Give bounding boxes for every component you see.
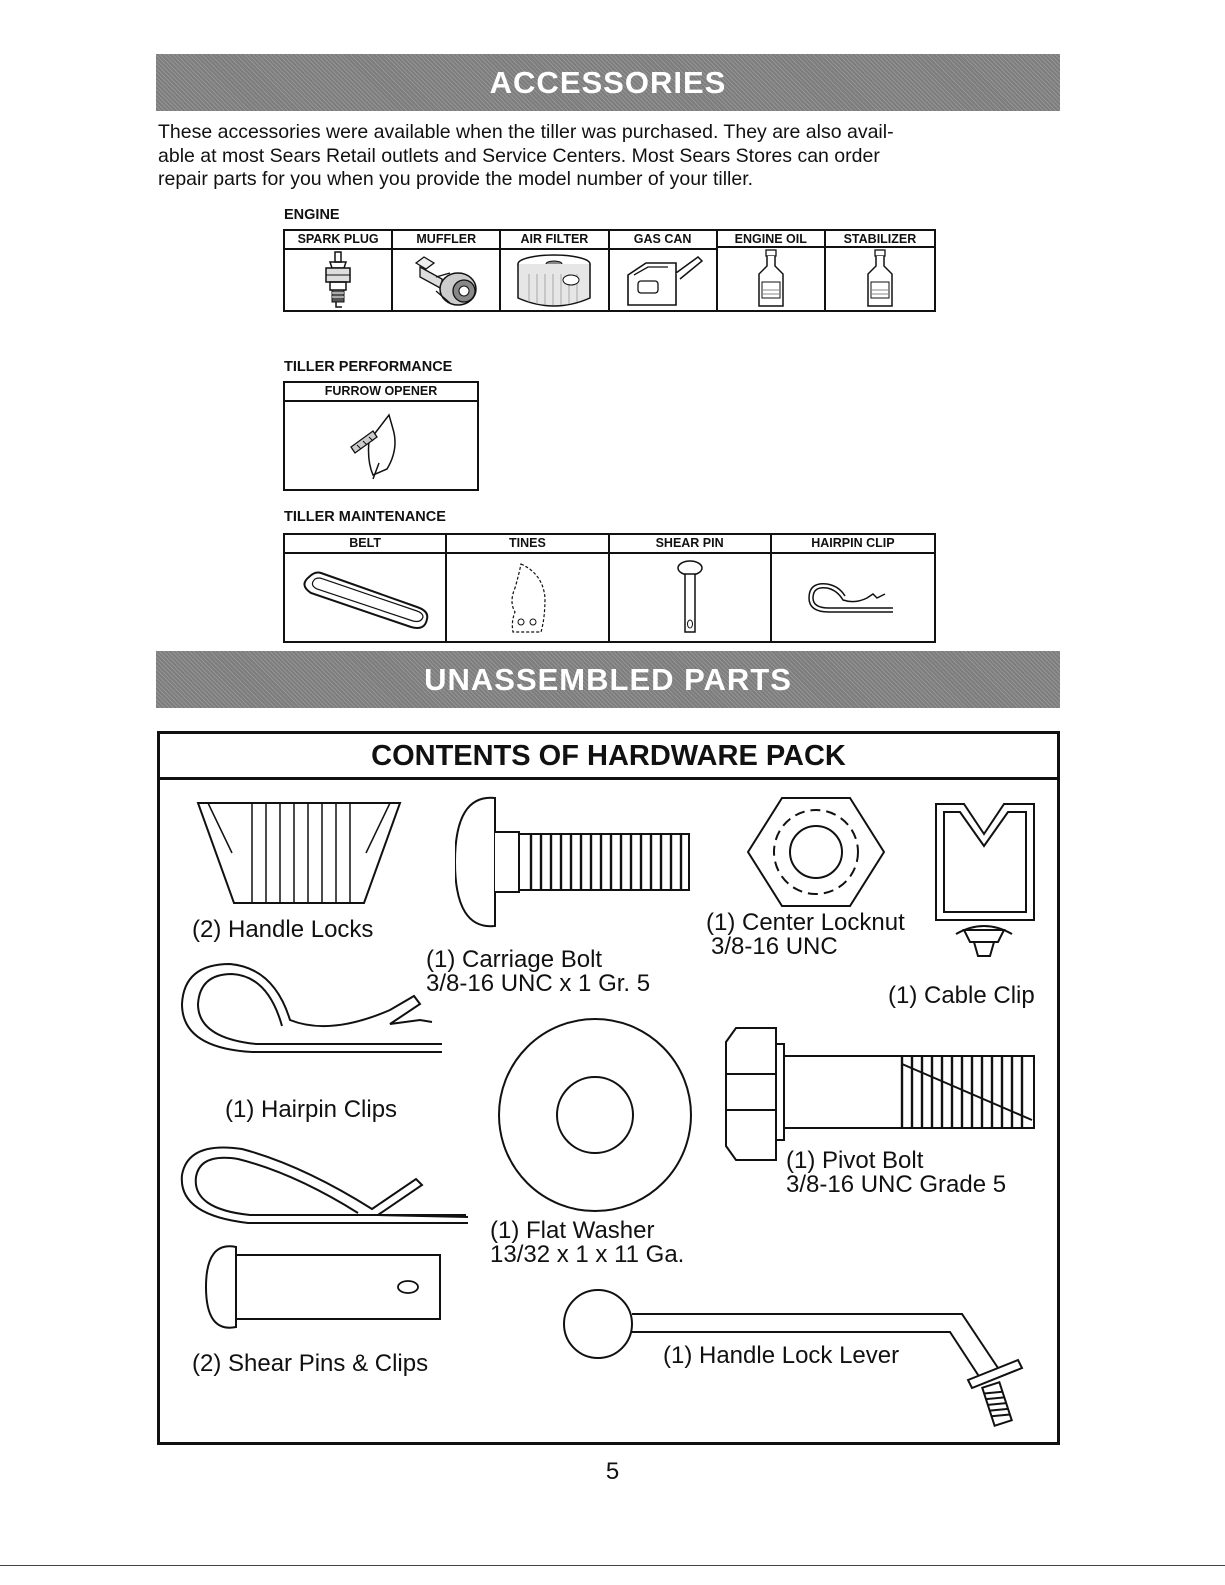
intro-line: These accessories were available when th… [158,121,894,143]
carriage-bolt-label: (1) Carriage Bolt [426,946,603,973]
center-locknut-spec: 3/8-16 UNC [711,933,838,960]
accessory-muffler: MUFFLER [393,231,502,310]
accessory-engine-oil: ENGINE OIL [717,231,826,310]
accessory-furrow-opener: FURROW OPENER [285,383,477,489]
accessory-name: GAS CAN [609,231,716,250]
accessory-air-filter: AIR FILTER [501,231,610,310]
accessory-name: HAIRPIN CLIP [771,535,934,554]
air-filter-icon [517,254,592,307]
unassembled-parts-heading: UNASSEMBLED PARTS [424,661,792,697]
carriage-bolt-spec: 3/8-16 UNC x 1 Gr. 5 [426,970,651,997]
hairpin-clips-label: (1) Hairpin Clips [225,1096,398,1123]
accessory-name: ENGINE OIL [717,231,824,248]
page-bottom-rule [0,1565,1225,1566]
flat-washer-label: (1) Flat Washer [490,1217,655,1244]
tiller-performance-label: TILLER PERFORMANCE [284,359,453,375]
hardware-pack-title: CONTENTS OF HARDWARE PACK [160,734,1057,780]
accessory-belt: BELT [285,535,448,641]
tiller-maintenance-label: TILLER MAINTENANCE [284,509,446,525]
handle-lock-lever-icon [563,1289,1024,1428]
cable-clip-label: (1) Cable Clip [888,982,1035,1009]
performance-accessories-table: FURROW OPENER [283,381,479,491]
accessory-name: TINES [447,535,608,554]
accessory-name: MUFFLER [393,231,500,250]
unassembled-parts-banner: UNASSEMBLED PARTS [156,651,1060,708]
gas-can-icon [626,256,703,306]
accessories-intro: These accessories were available when th… [158,121,1058,192]
accessory-spark-plug: SPARK PLUG [285,231,394,310]
handle-locks-label: (2) Handle Locks [192,916,374,943]
accessory-name: FURROW OPENER [285,383,477,402]
accessory-tines: TINES [447,535,610,641]
pivot-bolt-icon [725,1027,1035,1161]
shear-pin-clip-icon [180,1146,469,1224]
engine-accessories-table: SPARK PLUG MUFFLER [283,229,936,312]
cable-clip-icon [935,803,1035,957]
belt-icon [303,571,429,629]
flat-washer-icon [498,1018,692,1212]
accessories-heading: ACCESSORIES [489,64,727,100]
pivot-bolt-label: (1) Pivot Bolt [786,1147,924,1174]
accessories-banner: ACCESSORIES [156,54,1060,111]
accessory-name: BELT [285,535,446,554]
intro-line: able at most Sears Retail outlets and Se… [158,144,880,167]
accessory-hairpin-clip: HAIRPIN CLIP [771,535,934,641]
shear-pin-icon [676,559,703,633]
hairpin-clip-icon [180,962,442,1053]
handle-lock-lever-label: (1) Handle Lock Lever [663,1342,900,1369]
pivot-bolt-spec: 3/8-16 UNC Grade 5 [786,1171,1007,1198]
accessory-name: SHEAR PIN [609,535,770,554]
hairpin-clip-icon [808,582,893,613]
accessory-gas-can: GAS CAN [609,231,718,310]
handle-lock-icon [196,802,402,904]
page-number: 5 [605,1458,620,1485]
hardware-pack-box: CONTENTS OF HARDWARE PACK (2) Handle Loc… [157,731,1060,1445]
furrow-opener-icon [350,412,396,479]
center-locknut-icon [746,797,886,907]
engine-label: ENGINE [284,207,340,223]
accessory-shear-pin: SHEAR PIN [609,535,772,641]
stabilizer-bottle-icon [867,249,893,307]
maintenance-accessories-table: BELT TINES SHEAR PIN HAIRP [283,533,936,643]
accessory-name: STABILIZER [825,231,935,248]
carriage-bolt-icon [455,796,690,928]
shear-pins-label: (2) Shear Pins & Clips [192,1350,429,1377]
intro-line: repair parts for you when you provide th… [158,168,754,190]
accessory-name: SPARK PLUG [285,231,392,250]
tine-icon [511,562,546,633]
accessory-name: AIR FILTER [501,231,608,250]
muffler-icon [415,256,477,306]
oil-bottle-icon [758,249,784,307]
spark-plug-icon [325,251,351,308]
center-locknut-label: (1) Center Locknut [706,909,905,936]
accessory-stabilizer: STABILIZER [825,231,935,310]
shear-pin-icon [204,1245,441,1329]
flat-washer-spec: 13/32 x 1 x 11 Ga. [490,1241,685,1268]
